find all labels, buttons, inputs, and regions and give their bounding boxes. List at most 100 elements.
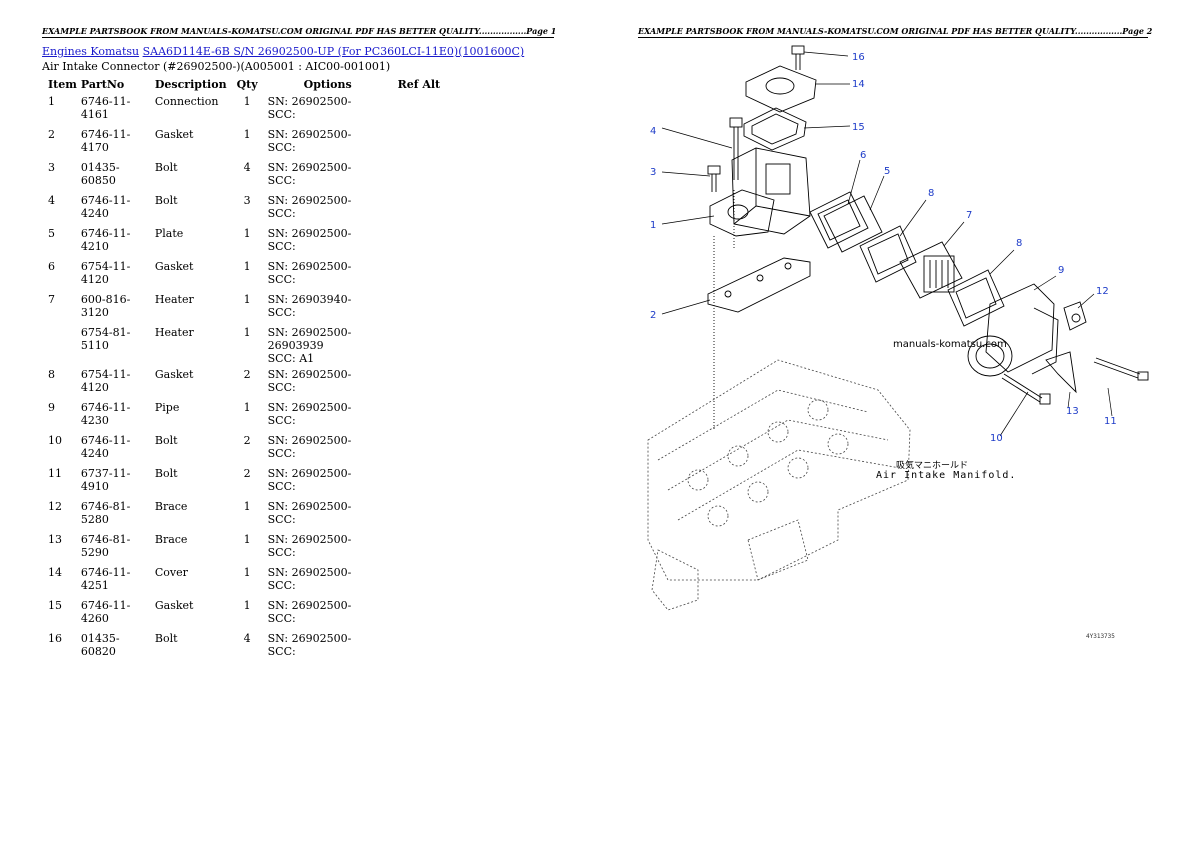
row-refalt — [392, 464, 462, 497]
header-description: Description — [154, 77, 227, 91]
gasket-8-lower-drawing — [947, 269, 1005, 327]
callout-label: 11 — [1104, 416, 1117, 427]
row-item: 5 — [48, 227, 55, 240]
row-qty: 3 — [243, 194, 251, 207]
row-partno: 6746-81-5280 — [80, 500, 131, 526]
callout-label: 10 — [990, 433, 1003, 444]
figure-number: 4Y313735 — [1086, 633, 1115, 640]
row-partno: 6746-11-4251 — [80, 566, 131, 592]
header-refalt: Ref Alt — [397, 77, 441, 91]
row-description: Connection — [154, 95, 219, 108]
row-refalt — [392, 224, 462, 257]
row-options: SN: 26903940- SCC: — [267, 293, 352, 319]
callout-label: 13 — [1066, 406, 1079, 417]
row-item: 2 — [48, 128, 55, 141]
header-partno: PartNo — [80, 77, 125, 91]
row-description: Bolt — [154, 194, 178, 207]
row-description: Heater — [154, 293, 194, 306]
row-options: SN: 26902500- SCC: — [267, 194, 352, 220]
plate-5-drawing — [823, 195, 883, 253]
row-qty: 1 — [243, 326, 251, 339]
bolt-11-drawing — [1093, 357, 1149, 381]
row-options: SN: 26902500- SCC: — [267, 467, 352, 493]
gasket-6-drawing — [809, 191, 869, 249]
row-qty: 2 — [243, 434, 251, 447]
bolt-16-drawing — [791, 45, 805, 70]
callout-label: 6 — [860, 150, 866, 161]
header-options: Options — [303, 77, 352, 91]
row-description: Cover — [154, 566, 188, 579]
pipe-9-drawing — [967, 283, 1059, 377]
row-qty: 1 — [243, 566, 251, 579]
row-qty: 1 — [243, 128, 251, 141]
row-partno: 01435-60820 — [80, 632, 120, 658]
row-refalt — [392, 629, 462, 662]
engines-komatsu-link[interactable]: Engines Komatsu — [42, 45, 140, 58]
callout-label: 3 — [650, 167, 656, 178]
caption-japanese: 吸気マニホールド — [896, 461, 969, 471]
row-description: Bolt — [154, 632, 178, 645]
row-description: Plate — [154, 227, 184, 240]
row-description: Gasket — [154, 128, 194, 141]
row-refalt — [392, 125, 462, 158]
row-qty: 1 — [243, 599, 251, 612]
row-options: SN: 26902500- SCC: — [267, 161, 352, 187]
row-description: Pipe — [154, 401, 180, 414]
model-link[interactable]: SAA6D114E-6B S/N 26902500-UP (For PC360L… — [142, 45, 525, 58]
row-refalt — [392, 398, 462, 431]
callout-label: 16 — [852, 52, 865, 63]
row-partno: 6754-81-5110 — [80, 326, 131, 352]
row-item: 6 — [48, 260, 55, 273]
row-description: Bolt — [154, 161, 178, 174]
caption-english: Air Intake Manifold. — [876, 470, 1017, 481]
row-description: Gasket — [154, 599, 194, 612]
row-qty: 1 — [243, 95, 251, 108]
row-description: Gasket — [154, 260, 194, 273]
gasket-2-drawing — [707, 257, 811, 313]
row-refalt — [392, 563, 462, 596]
row-item: 8 — [48, 368, 55, 381]
callout-label: 7 — [966, 210, 972, 221]
row-item: 4 — [48, 194, 55, 207]
row-options: SN: 26902500- SCC: — [267, 434, 352, 460]
row-description: Gasket — [154, 368, 194, 381]
row-partno: 6737-11-4910 — [80, 467, 131, 493]
callout-label: 14 — [852, 79, 865, 90]
row-refalt — [392, 92, 462, 125]
brace-13-drawing — [1045, 351, 1077, 394]
row-options: SN: 26902500- SCC: — [267, 632, 352, 658]
row-options: SN: 26902500- SCC: — [267, 500, 352, 526]
row-partno: 6746-11-4230 — [80, 401, 131, 427]
engine-block-drawing — [647, 359, 911, 611]
page-subtitle: Air Intake Connector (#26902500-)(A00500… — [42, 60, 391, 73]
row-qty: 1 — [243, 227, 251, 240]
table-header-row: Item PartNo Description Qty Options Ref … — [42, 76, 462, 92]
row-options: SN: 26902500- SCC: — [267, 566, 352, 592]
row-description: Brace — [154, 500, 188, 513]
watermark: manuals-komatsu.com — [893, 339, 1007, 350]
row-partno: 6746-11-4210 — [80, 227, 131, 253]
row-item — [42, 323, 81, 365]
row-partno: 6754-11-4120 — [80, 368, 131, 394]
bolt-4-drawing — [729, 117, 743, 180]
brace-12-drawing — [1063, 301, 1087, 331]
header-qty: Qty — [236, 77, 258, 91]
row-item: 11 — [48, 467, 62, 480]
callout-label: 5 — [884, 166, 890, 177]
row-qty: 4 — [243, 632, 251, 645]
row-partno: 6746-11-4161 — [80, 95, 131, 121]
row-description: Bolt — [154, 434, 178, 447]
